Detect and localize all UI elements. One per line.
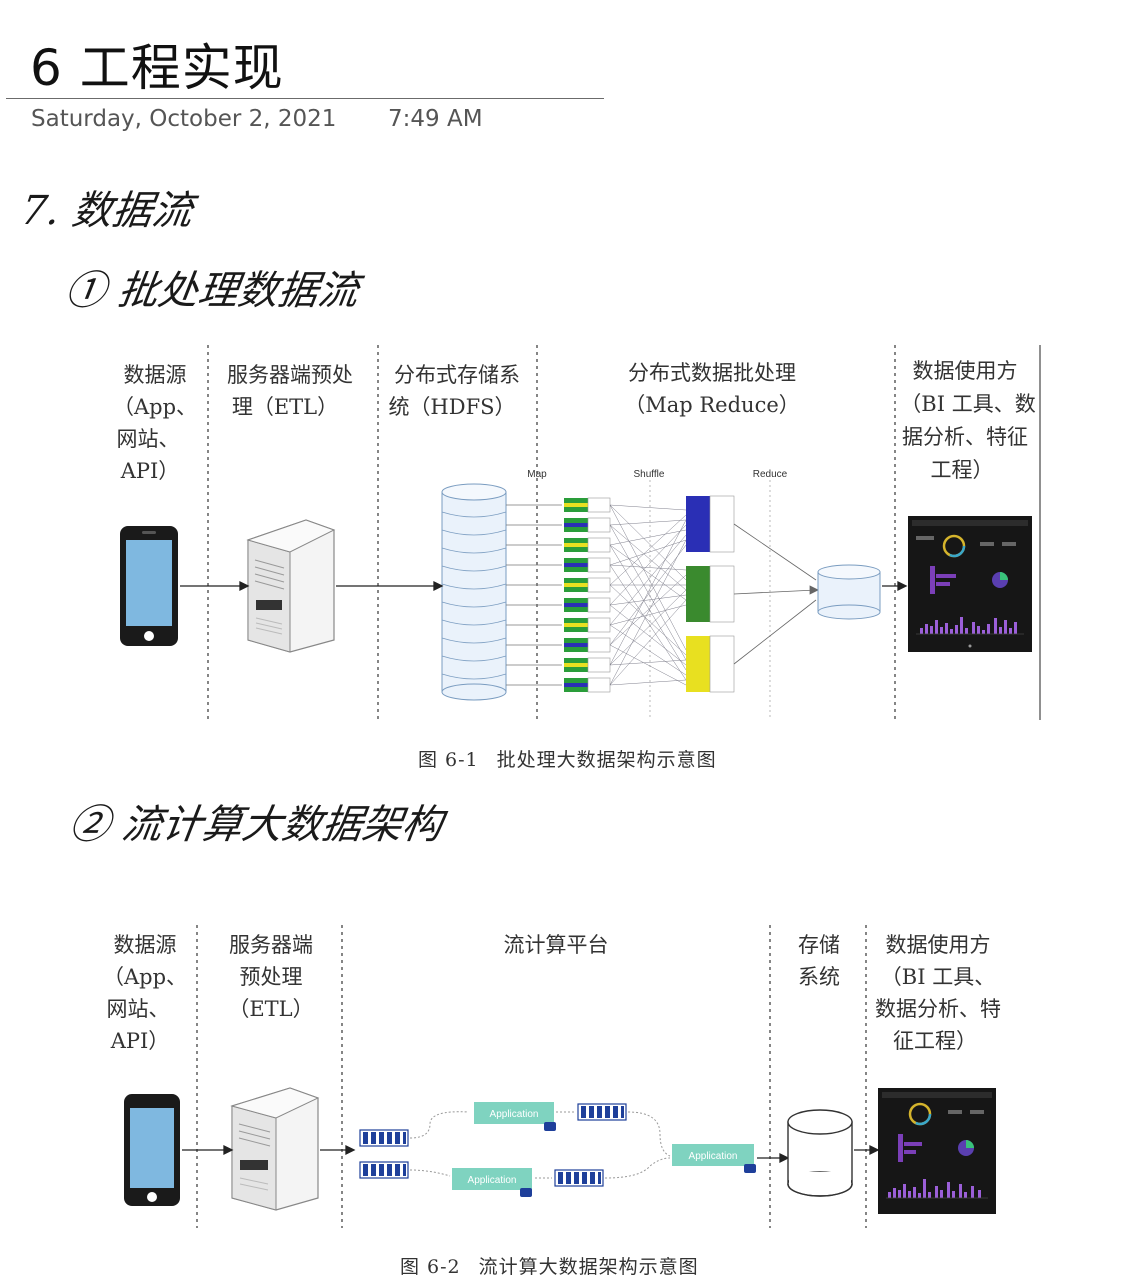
stream-architecture-figure: 数据源 （App、 网站、 API） 服务器端 预处理 （ETL） 流计算平台 … [103,925,1001,1228]
col-etl-line: 理（ETL） [232,395,338,419]
title-divider [6,98,604,99]
col-mr-line: 分布式数据批处理 [628,361,796,385]
col-consumer-line: （BI 工具、数 [900,392,1035,416]
col-stream-line: 流计算平台 [504,933,609,957]
figure2-caption: 图 6-2 流计算大数据架构示意图 [400,1252,699,1279]
col-consumer-line: 数据使用方 [913,359,1018,383]
col-consumer-line: 据分析、特征 [902,425,1028,449]
col-source-line: 数据源 [124,363,187,387]
figure2-caption-number: 图 6-2 [400,1256,461,1278]
col-etl-line: 预处理 [240,965,303,989]
col-source-line: API） [120,459,180,483]
figure1-caption: 图 6-1 批处理大数据架构示意图 [418,745,717,772]
figure1-caption-number: 图 6-1 [418,749,479,771]
col-consumer-line: 工程） [931,458,994,482]
reduce-tasks [686,495,735,693]
col-storage-line: 存储 [798,933,840,957]
handwritten-item-stream: ② 流计算大数据架构 [66,802,446,848]
message-queue [359,1129,409,1147]
col-source-line: 数据源 [114,933,177,957]
figure1-caption-text: 批处理大数据架构示意图 [496,749,717,771]
smartphone-icon [124,1094,180,1206]
figure2-caption-text: 流计算大数据架构示意图 [478,1256,699,1278]
message-queue [554,1169,604,1187]
col-hdfs-line: 统（HDFS） [388,395,515,419]
stage-reduce-label: Reduce [753,469,788,480]
stage-map-label: Map [527,469,547,480]
col-mr-line: （Map Reduce） [624,393,800,417]
batch-architecture-figure: 数据源 （App、 网站、 API） 服务器端预处 理（ETL） 分布式存储系 … [113,345,1041,720]
bi-dashboard-icon [878,1088,996,1214]
col-source-line: 网站、 [117,427,180,451]
col-consumer-line: 征工程） [893,1029,977,1053]
page-title[interactable]: 6 工程实现 [30,39,284,97]
col-consumer-line: （BI 工具、 [881,965,995,989]
output-storage-icon [817,564,881,620]
hdfs-database-icon [441,483,507,701]
application-label: Application [490,1109,539,1120]
application-box: Application [452,1168,532,1197]
col-source-line: API） [110,1029,170,1053]
application-box: Application [672,1144,756,1173]
smartphone-icon [120,526,178,646]
col-source-line: （App、 [103,965,187,989]
server-icon [246,519,336,653]
application-label: Application [468,1175,517,1186]
application-label: Application [689,1151,738,1162]
col-consumer-line: 数据使用方 [886,933,991,957]
stage-shuffle-label: Shuffle [634,469,665,480]
map-tasks [564,497,611,693]
col-source-line: 网站、 [107,997,170,1021]
message-queue [359,1161,409,1179]
page-date: Saturday, October 2, 2021 [31,106,337,132]
col-source-line: （App、 [113,395,197,419]
col-etl-line: 服务器端 [229,933,313,957]
handwritten-heading: 7. 数据流 [18,188,196,234]
message-queue [577,1103,627,1121]
handwritten-item-batch: ① 批处理数据流 [62,268,362,314]
storage-database-icon [787,1109,853,1197]
server-icon [230,1087,320,1211]
page-time: 7:49 AM [388,106,483,132]
col-etl-line: 服务器端预处 [227,363,353,387]
col-storage-line: 系统 [798,965,840,989]
col-etl-line: （ETL） [228,997,313,1021]
col-consumer-line: 数据分析、特 [875,997,1001,1021]
application-box: Application [474,1102,556,1131]
bi-dashboard-icon [908,516,1032,652]
col-hdfs-line: 分布式存储系 [394,363,520,387]
